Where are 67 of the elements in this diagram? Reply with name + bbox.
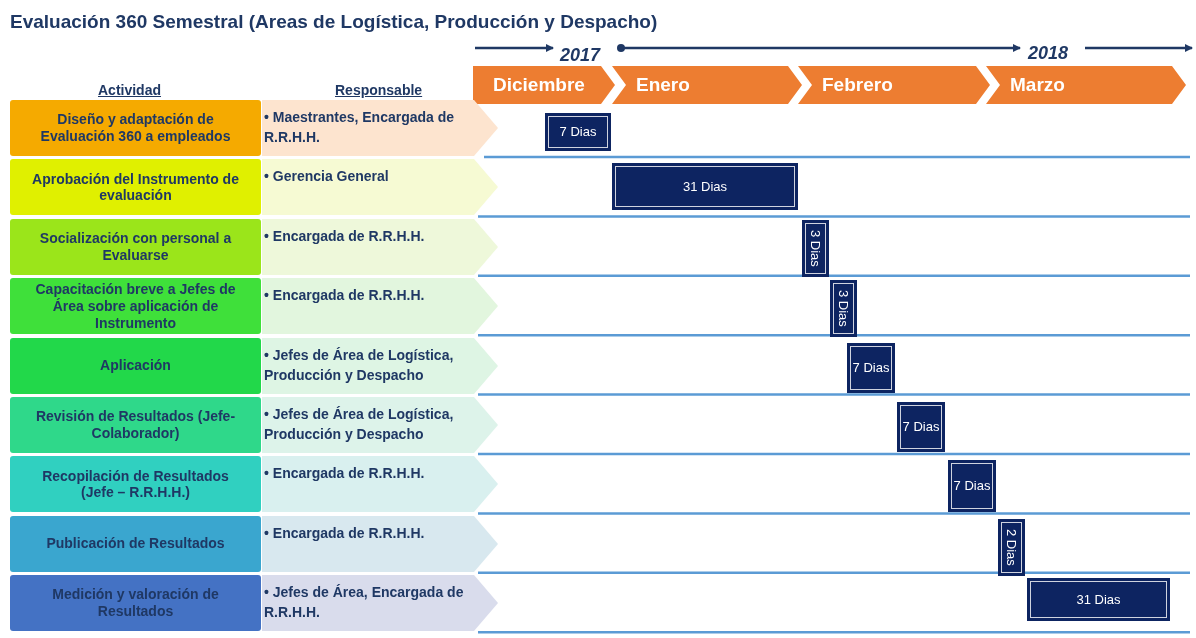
activity-text: Medición y valoración de Resultados: [51, 586, 220, 620]
activity-text: Aprobación del Instrumento de evaluación: [31, 170, 240, 205]
duration-text: 31 Dias: [1076, 590, 1121, 609]
duration-bar: [612, 163, 798, 210]
responsible-text: • Jefes de Área de Logística, Producción y Despacho: [264, 345, 455, 385]
responsible-arrow-shape: [262, 456, 498, 513]
activity-text: Aplicación: [100, 357, 171, 374]
responsible-text: • Encargada de R.R.H.H.: [264, 464, 426, 484]
duration-bar: [948, 460, 996, 512]
responsible-arrow-shape: [262, 575, 498, 632]
responsible-text: • Encargada de R.R.H.H.: [264, 523, 426, 543]
activity-box: [10, 159, 261, 216]
responsible-text: • Gerencia General: [264, 167, 390, 187]
activity-text: Publicación de Resultados: [46, 535, 225, 553]
activity-box: [10, 278, 261, 335]
month-header-band: [612, 66, 802, 104]
activity-text: Capacitación breve a Jefes de Área sobre aplicación de Instrumento: [34, 281, 237, 332]
column-header: Responsable: [335, 81, 423, 100]
duration-text: 7 Dias: [559, 123, 597, 142]
activity-box: [10, 100, 261, 156]
responsible-arrow-shape: [262, 278, 498, 335]
responsible-arrow-shape: [262, 397, 498, 453]
activity-box: [10, 337, 261, 394]
responsible-text: • Jefes de Área de Logística, Producción y Despacho: [264, 405, 455, 445]
duration-bar: [897, 402, 945, 452]
responsible-arrow-shape: [262, 515, 498, 572]
duration-bar: [998, 519, 1025, 576]
responsible-text: • Encargada de R.R.H.H.: [264, 286, 426, 306]
year-label: 2017: [560, 44, 601, 67]
responsible-arrow-shape: [262, 218, 498, 275]
activity-text: Socialización con personal a Evaluarse: [38, 230, 233, 264]
duration-text: 31 Dias: [682, 177, 728, 196]
responsible-arrow-shape: [262, 159, 498, 216]
duration-bar: [1027, 578, 1170, 621]
activity-box: [10, 515, 261, 572]
month-label: Marzo: [1009, 72, 1065, 97]
activity-box: [10, 397, 261, 453]
duration-text: 7 Dias: [902, 418, 940, 437]
month-label: Enero: [635, 72, 690, 97]
duration-bar: [545, 113, 611, 151]
duration-bar: [847, 343, 895, 393]
activity-text: Diseño y adaptación de Evaluación 360 a empleados: [39, 111, 232, 145]
duration-bar: [830, 280, 857, 337]
activity-text: Recopilación de Resultados (Jefe – R.R.H.H.): [41, 467, 230, 502]
duration-text: 2 Dias: [1003, 529, 1021, 566]
activity-box: [10, 456, 261, 513]
month-label: Febrero: [821, 72, 893, 97]
activity-box: [10, 575, 261, 632]
month-header-band: [986, 66, 1186, 104]
month-header-band: [798, 66, 990, 104]
responsible-arrow-shape: [262, 100, 498, 156]
duration-bar: [802, 220, 829, 277]
activity-text: Revisión de Resultados (Jefe-Colaborador): [34, 408, 237, 442]
duration-text: 7 Dias: [852, 359, 890, 378]
responsible-text: • Maestrantes, Encargada de R.R.H.H.: [264, 108, 456, 148]
responsible-arrow-shape: [262, 337, 498, 394]
duration-text: 3 Dias: [807, 230, 825, 267]
responsible-text: • Encargada de R.R.H.H.: [264, 226, 426, 246]
year-label: 2018: [1028, 42, 1069, 65]
title: Evaluación 360 Semestral (Areas de Logística, Producción y Despacho): [10, 10, 658, 34]
month-header-band: [473, 66, 615, 104]
column-header: Actividad: [98, 81, 161, 100]
duration-text: 7 Dias: [953, 477, 991, 496]
activity-box: [10, 218, 261, 275]
month-label: Diciembre: [492, 72, 585, 97]
responsible-text: • Jefes de Área, Encargada de R.R.H.H.: [264, 583, 465, 623]
duration-text: 3 Dias: [835, 290, 853, 327]
